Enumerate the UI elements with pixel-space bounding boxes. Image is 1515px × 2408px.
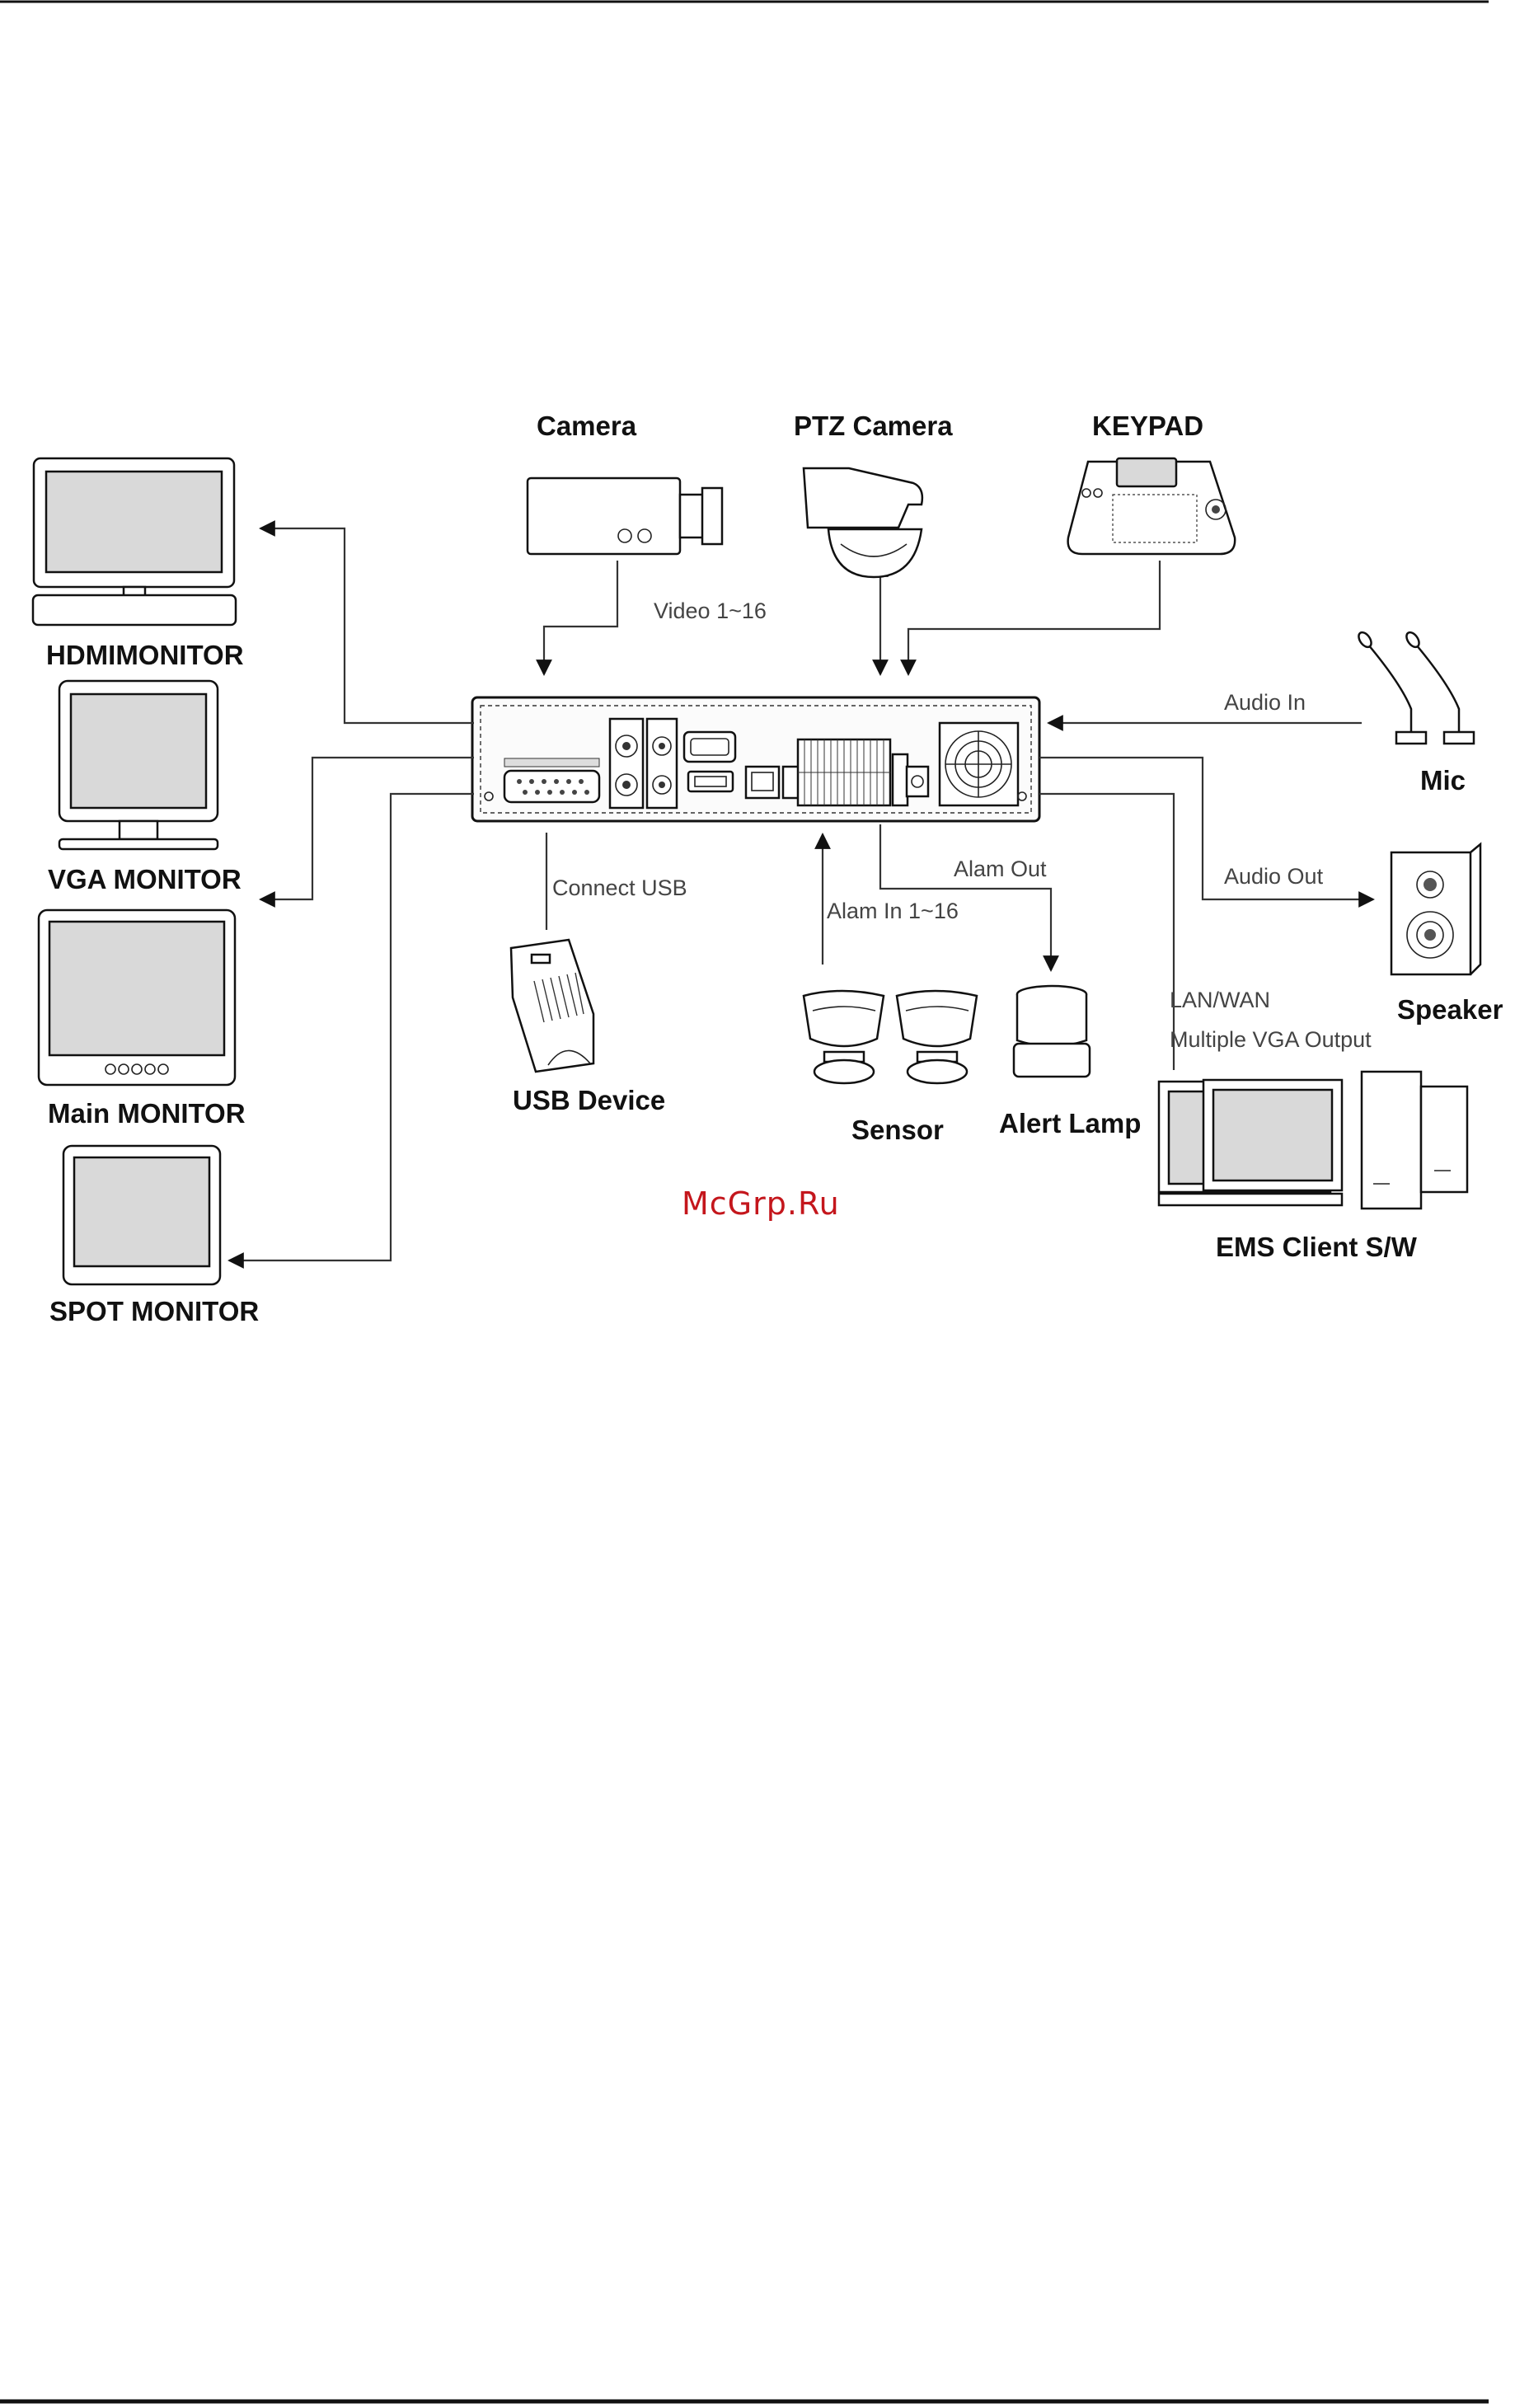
vga-monitor-label: VGA MONITOR [48,864,242,894]
watermark: McGrp.Ru [682,1185,840,1222]
lan-wan-label: LAN/WAN [1170,988,1270,1012]
audio-in-label: Audio In [1224,690,1306,715]
vga-monitor-illustration [59,681,218,849]
multiple-vga-output-label: Multiple VGA Output [1170,1027,1372,1052]
alert-lamp-label: Alert Lamp [999,1108,1141,1138]
usb-device-illustration [511,940,593,1072]
alarm-out-label: Alam Out [954,857,1047,881]
hdmi-monitor-label: HDMIMONITOR [46,640,244,670]
camera-illustration [528,478,722,554]
main-monitor-illustration [39,910,235,1085]
ptz-camera-illustration [804,468,922,577]
video-connection-label: Video 1~16 [654,598,767,623]
alert-lamp-illustration [1014,986,1090,1077]
ems-client-label: EMS Client S/W [1216,1232,1418,1262]
camera-label: Camera [537,411,637,441]
ptz-camera-label: PTZ Camera [794,411,953,441]
hdmi-monitor-illustration [33,458,236,625]
ems-client-illustration [1159,1072,1467,1209]
audio-out-label: Audio Out [1224,864,1324,889]
mic-illustration [1356,630,1474,744]
connect-usb-label: Connect USB [552,875,687,900]
sensor-label: Sensor [851,1115,944,1145]
sensor-illustration [804,991,977,1083]
usb-device-label: USB Device [513,1085,665,1115]
speaker-illustration [1391,844,1480,974]
alarm-in-label: Alam In 1~16 [827,899,959,923]
mic-label: Mic [1420,765,1466,796]
spot-monitor-illustration [63,1146,220,1284]
dvr-rear-panel [472,697,1039,821]
keypad-illustration [1068,458,1236,554]
main-monitor-label: Main MONITOR [48,1098,246,1129]
speaker-label: Speaker [1397,994,1503,1025]
keypad-label: KEYPAD [1092,411,1203,441]
spot-monitor-label: SPOT MONITOR [49,1296,259,1326]
